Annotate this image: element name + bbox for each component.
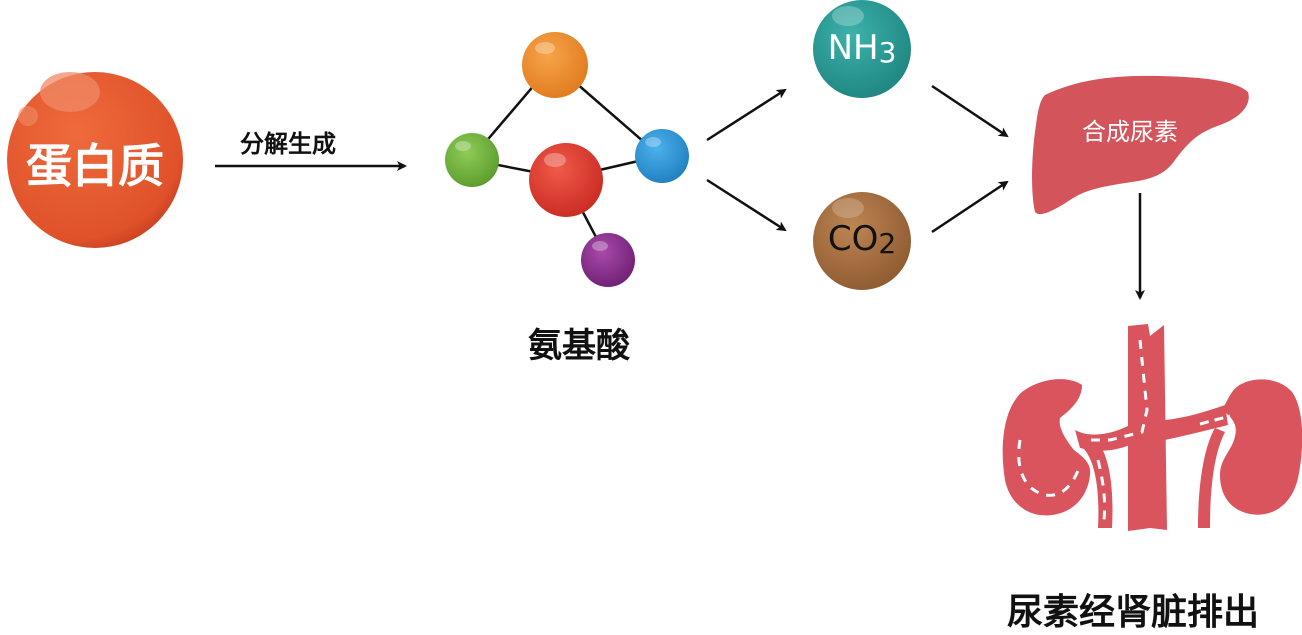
liver-shape: [1032, 75, 1249, 215]
co2-node: [813, 192, 911, 290]
protein-highlight-small: [18, 106, 38, 126]
nh3-label: NH3: [813, 28, 911, 69]
orange-atom: [522, 32, 588, 98]
protein-sphere: [7, 72, 183, 248]
dashed-flow-line: [1199, 414, 1231, 426]
co2-highlight: [832, 198, 864, 218]
nh3-highlight: [832, 6, 864, 26]
blue-atom: [635, 129, 689, 183]
right-kidney: [1220, 379, 1302, 515]
red-atom: [529, 143, 603, 217]
co2-label-main: CO: [827, 219, 879, 259]
dashed-flow-line: [1017, 439, 1082, 497]
co2-label: CO2: [813, 219, 911, 260]
atom-highlight: [645, 137, 661, 147]
atom-highlight: [592, 241, 608, 251]
dashed-flow-line: [1096, 459, 1107, 521]
dashed-flow-line: [1085, 339, 1149, 442]
right-renal-vessel: [1165, 405, 1228, 440]
kidney-label: 尿素经肾脏排出: [1007, 592, 1260, 633]
protein-highlight: [40, 72, 100, 112]
amino-acid-molecule: [445, 32, 689, 287]
protein-node: [7, 72, 183, 248]
arrow-amino-acid-to-co2: [706, 178, 787, 232]
arrow-nh3-to-liver: [931, 84, 1009, 138]
green-atom: [445, 133, 499, 187]
left-renal-vessel: [1075, 425, 1130, 451]
co2-sphere: [813, 192, 911, 290]
atom-highlight: [544, 153, 566, 167]
protein-label: 蛋白质: [26, 139, 164, 193]
arrow-amino-acid-to-nh3: [706, 88, 787, 142]
nh3-label-main: NH: [827, 28, 879, 68]
nh3-sphere: [813, 0, 911, 98]
left-ureter: [1083, 442, 1113, 528]
arrow-co2-to-liver: [931, 180, 1009, 234]
co2-label-sub: 2: [878, 227, 897, 260]
aorta: [1128, 324, 1167, 531]
edge-label-decompose: 分解生成: [240, 130, 336, 158]
right-ureter: [1198, 428, 1225, 528]
purple-atom: [581, 233, 635, 287]
liver-label: 合成尿素: [1082, 118, 1178, 146]
nh3-node: [813, 0, 911, 98]
amino-acid-label: 氨基酸: [528, 326, 630, 366]
atom-highlight: [455, 141, 471, 151]
kidney-illustration: [1002, 324, 1302, 531]
atom-highlight: [535, 42, 555, 54]
nh3-label-sub: 3: [878, 36, 897, 69]
